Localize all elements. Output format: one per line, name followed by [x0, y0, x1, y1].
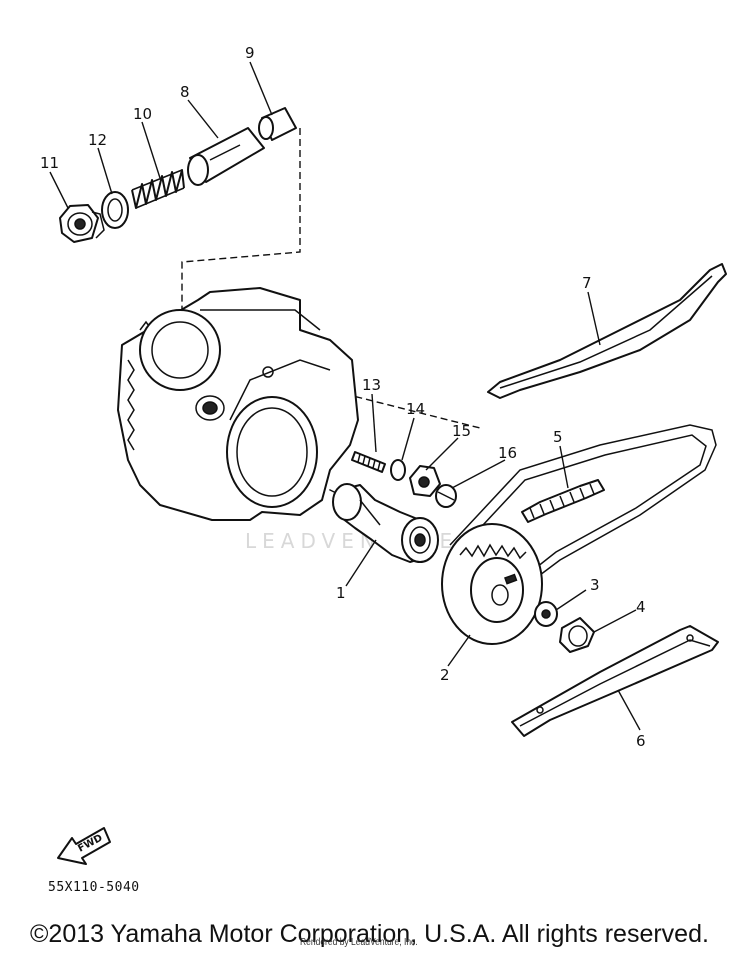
callout-10: 10 [133, 105, 152, 123]
drawing-code: 55X110-5040 [48, 880, 140, 895]
callout-3: 3 [590, 576, 600, 594]
rendered-by-text: Rendered by LeadVenture, Inc. [300, 937, 418, 948]
callout-15: 15 [452, 422, 471, 440]
cylinder-head-block [117, 287, 359, 521]
part-camshaft [332, 483, 439, 563]
callout-7: 7 [582, 274, 592, 292]
part-timing-chain [449, 424, 717, 591]
part-o-ring [390, 459, 406, 481]
callout-8: 8 [180, 83, 190, 101]
part-small-cap [435, 484, 457, 508]
callout-16: 16 [498, 444, 517, 462]
callout-12: 12 [88, 131, 107, 149]
callout-13: 13 [362, 376, 381, 394]
callout-5: 5 [553, 428, 563, 446]
part-spring [131, 169, 185, 209]
part-washer [534, 601, 558, 627]
callout-4: 4 [636, 598, 646, 616]
part-cam-sprocket [441, 523, 543, 645]
callout-1: 1 [336, 584, 346, 602]
part-cap [258, 107, 297, 141]
callout-9: 9 [245, 44, 255, 62]
part-cap-nut [59, 204, 105, 243]
callout-14: 14 [406, 400, 425, 418]
part-gasket [101, 191, 129, 229]
callouts: 1 2 3 4 5 6 7 8 9 10 11 12 13 14 15 16 [40, 44, 646, 750]
callout-6: 6 [636, 732, 646, 750]
part-sprocket-bolt [559, 617, 595, 653]
part-upper-chain-guide [487, 263, 727, 399]
leader-lines [49, 61, 641, 731]
copyright-text: ©2013 Yamaha Motor Corporation, U.S.A. A… [30, 920, 709, 948]
part-bolt [351, 451, 386, 473]
part-lower-chain-guide [511, 625, 719, 737]
callout-11: 11 [40, 154, 59, 172]
part-tensioner-rod [187, 127, 265, 186]
callout-2: 2 [440, 666, 450, 684]
fwd-arrow-icon: FWD [57, 827, 111, 865]
part-nut [409, 465, 441, 497]
